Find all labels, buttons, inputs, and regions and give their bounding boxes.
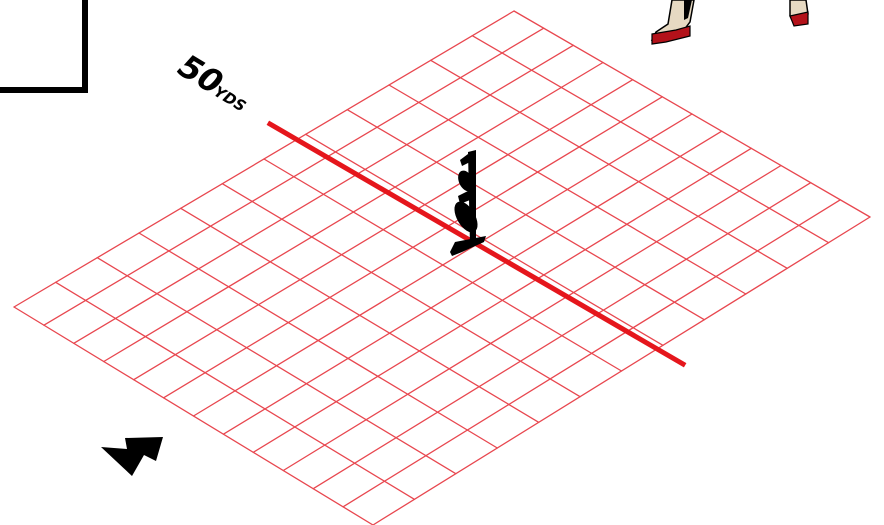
grid-line-a (347, 110, 704, 320)
grid-line-b (194, 114, 693, 416)
grid-line-a (389, 85, 746, 294)
player-feet-icon (652, 0, 808, 44)
grid-line-a (472, 36, 828, 243)
kicking-tee-icon (450, 150, 486, 256)
grid-line-a (514, 11, 870, 217)
corner-box (0, 0, 85, 90)
arrow-icon (101, 437, 163, 476)
yard-line-unit: YDS (211, 82, 250, 115)
yard-line-label: 50 YDS (172, 47, 258, 119)
